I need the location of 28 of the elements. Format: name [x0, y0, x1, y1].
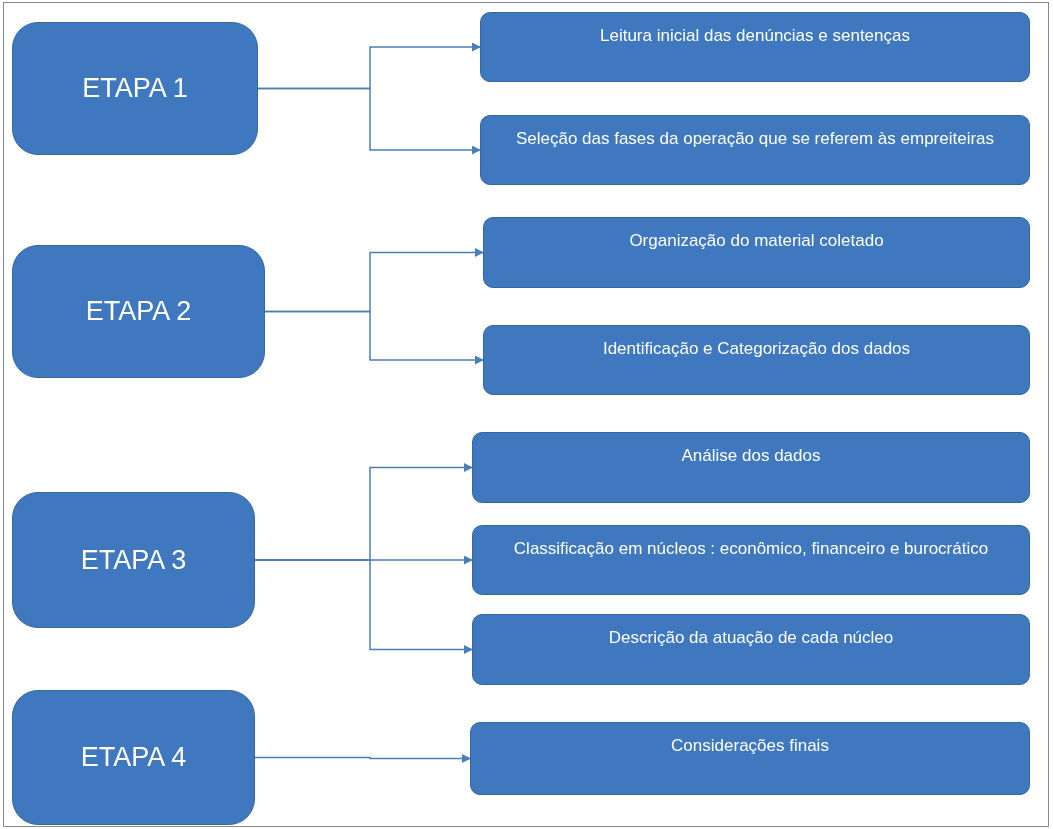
connector-arrow — [257, 87, 481, 155]
step-text: ETAPA 4 — [80, 742, 187, 773]
step-box — [480, 12, 1030, 82]
step-text: Considerações finais — [671, 735, 829, 757]
step-box — [470, 722, 1030, 795]
step-box — [472, 614, 1030, 685]
step-text: Seleção das fases da operação que se referem às empreiteiras — [515, 128, 995, 150]
step-text: Classificação em núcleos : econômico, financeiro e burocrático — [513, 538, 989, 560]
step-box — [480, 115, 1030, 185]
step-text: Leitura inicial das denúncias e sentenças — [600, 25, 910, 47]
connector-arrow — [264, 310, 484, 365]
step-text: ETAPA 3 — [80, 544, 187, 576]
stage-box — [12, 245, 265, 378]
step-box — [483, 217, 1030, 288]
connector-arrow — [254, 559, 473, 654]
step-text: ETAPA 2 — [85, 296, 192, 327]
step-text: Organização do material coletado — [629, 230, 884, 252]
step-text: ETAPA 1 — [82, 73, 188, 104]
stage-box — [12, 690, 255, 825]
connector-arrow — [254, 754, 471, 763]
stage-box — [12, 22, 258, 155]
step-box — [472, 432, 1030, 503]
step-box — [483, 325, 1030, 395]
step-text: Identificação e Categorização dos dados — [602, 338, 911, 360]
stage-box — [12, 492, 255, 628]
step-text: Descrição da atuação de cada núcleo — [608, 627, 894, 649]
step-box — [472, 525, 1030, 595]
step-text: Análise dos dados — [681, 445, 821, 467]
